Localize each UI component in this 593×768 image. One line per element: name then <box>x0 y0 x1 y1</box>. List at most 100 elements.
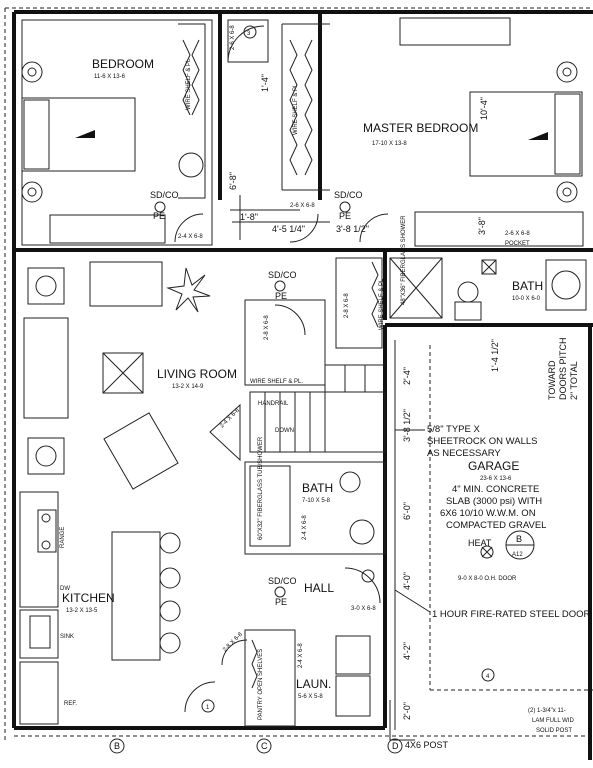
tub-label: 60"X32" FIBERGLASS TUB/SHOWER <box>258 436 264 540</box>
slope-1: TOWARD <box>547 360 557 400</box>
dim-1-8: 1'-8" <box>240 212 258 222</box>
laundry-size: 5-6 X 5-8 <box>298 694 323 700</box>
slab-note-2: SLAB (3000 psi) WITH <box>446 496 542 507</box>
pantry-laundry: 2-8 X 6-8 PANTRY OPEN SHELVES LAUN. 5-6 … <box>184 629 371 727</box>
master-bath: BATH 10-0 X 6-0 48"X36" FIBERGLASS SHOWE… <box>389 215 587 321</box>
kitchen: KITCHEN 13-2 X 13-5 RANGE DW SINK REF. <box>19 491 181 725</box>
circle-3: 3 <box>247 31 251 37</box>
pe-label: PE <box>275 597 287 607</box>
sink-label: SINK <box>60 634 74 640</box>
garage-door-label: 9-0 X 8-0 O.H. DOOR <box>458 576 517 582</box>
lam-note-3: SOLID POST <box>536 728 572 734</box>
dim-3-8: 3'-8" <box>477 217 487 235</box>
garage: GARAGE 23-6 X 13-6 4" MIN. CONCRETE SLAB… <box>389 337 590 750</box>
exterior-walls <box>12 10 593 760</box>
bedroom-size: 11-6 X 13-6 <box>94 74 126 80</box>
lam-note-2: LAM FULL WID <box>532 718 574 724</box>
door-label: 2-4 X 6-8 <box>298 643 304 668</box>
circle-4: 4 <box>486 674 490 680</box>
dim-2-4: 2'-4" <box>402 367 412 385</box>
garage-name: GARAGE <box>468 459 519 473</box>
smoke-detector: SD/CO PE <box>268 576 297 607</box>
sheetrock-note-2: SHEETROCK ON WALLS <box>427 436 538 447</box>
fire-door-1: 1 HOUR FIRE-RATED STEEL DOOR <box>432 609 590 620</box>
slab-note-4: COMPACTED GRAVEL <box>446 520 546 531</box>
dim-1-4-half: 1'-4 1/2" <box>490 339 500 372</box>
garage-dimensions: 2'-4" 3'-8 1/2" 6'-0" 4'-0" 4'-2" 2'-0" … <box>394 339 500 730</box>
wire-shelf-label: WIRE SHELF & PL <box>379 278 385 330</box>
wire-shelf-label: WIRE SHELF & PL. <box>250 379 303 385</box>
sd-co-label: SD/CO <box>268 576 297 586</box>
master-bath-name: BATH <box>512 279 543 293</box>
hall-dimensions: 6'-8" 1'-8" 4'-5 1/4" 3'-8 1/2" 2-4 X 6-… <box>174 172 389 243</box>
post-label: 4X6 POST <box>405 740 449 750</box>
smoke-detector: SD/CO PE <box>150 190 179 221</box>
master-bedroom-size: 17-10 X 13-8 <box>372 141 407 147</box>
bedroom: BEDROOM 11-6 X 13-6 WIRE SHELF & PL <box>21 19 213 246</box>
dim-4-2: 4'-2" <box>402 642 412 660</box>
living-room: LIVING ROOM 13-2 X 14-9 <box>23 261 237 490</box>
lam-note-1: (2) 1-3/4"x 11- <box>528 708 566 714</box>
hall-bath: BATH 7-10 X 5-8 60"X32" FIBERGLASS TUB/S… <box>244 436 386 555</box>
slab-note-1: 4" MIN. CONCRETE <box>452 484 539 495</box>
smoke-detector: SD/CO PE <box>334 190 363 221</box>
dim-4-0: 4'-0" <box>402 572 412 590</box>
kitchen-size: 13-2 X 13-5 <box>66 608 98 614</box>
pantry-label: PANTRY OPEN SHELVES <box>258 649 264 720</box>
hall: HALL 3-0 X 6-8 <box>304 567 381 612</box>
master-bath-size: 10-0 X 6-0 <box>512 296 541 302</box>
slope-2: DOORS PITCH <box>558 337 568 400</box>
marker-number: A12 <box>512 552 523 558</box>
down-label: DOWN <box>275 428 294 434</box>
dim-3-8-half-b: 3'-8 1/2" <box>402 409 412 442</box>
grid-c: C <box>261 741 268 751</box>
sheetrock-note-3: AS NECESSARY <box>427 448 501 459</box>
center-closet: 3 2-6 X 6-8 1'-4" <box>227 19 270 92</box>
garage-size: 23-6 X 13-6 <box>480 476 512 482</box>
dim-1-4: 1'-4" <box>260 74 270 92</box>
sheetrock-note-1: 5/8" TYPE X <box>427 424 480 435</box>
dw-label: DW <box>60 586 70 592</box>
dim-10-4: 10'-4" <box>479 97 489 120</box>
master-bedroom: MASTER BEDROOM 17-10 X 13-8 WIRE SHELF &… <box>281 17 584 247</box>
circle-1: 1 <box>206 705 210 711</box>
sd-co-label: SD/CO <box>334 190 363 200</box>
door-label: 2-6 X 6-8 <box>290 203 315 209</box>
living-room-name: LIVING ROOM <box>157 367 237 381</box>
laundry-name: LAUN. <box>296 677 331 691</box>
pe-label: PE <box>153 211 165 221</box>
pe-label: PE <box>275 291 287 301</box>
sd-co-label: SD/CO <box>268 270 297 280</box>
sd-co-label: SD/CO <box>150 190 179 200</box>
door-label: 2-8 X 6-8 <box>344 293 350 318</box>
grid-markers: B C D <box>14 735 590 754</box>
smoke-detector: SD/CO PE <box>268 270 297 301</box>
pocket-door-size: 2-6 X 6-8 <box>505 231 530 237</box>
kitchen-name: KITCHEN <box>62 591 115 605</box>
marker-letter: B <box>516 534 522 544</box>
dim-3-8-half: 3'-8 1/2" <box>336 224 369 234</box>
door-label: 3-0 X 6-8 <box>351 606 376 612</box>
door-label: 2-4 X 6-8 <box>178 234 203 240</box>
ref-label: REF. <box>64 701 77 707</box>
shower-label: 48"X36" FIBERGLASS SHOWER <box>401 215 407 305</box>
hall-closet: WIRE SHELF & PL 2-8 X 6-8 WIRE SHELF & P… <box>244 257 385 386</box>
wire-shelf-label: WIRE SHELF & PL <box>186 58 192 110</box>
door-label: 2-8 X 6-8 <box>264 315 270 340</box>
door-label: 2-4 X 6-8 <box>219 407 241 429</box>
grid-d: D <box>392 741 399 751</box>
dim-6-8: 6'-8" <box>228 172 238 190</box>
bedroom-name: BEDROOM <box>92 57 154 71</box>
hall-bath-name: BATH <box>302 481 333 495</box>
living-room-size: 13-2 X 14-9 <box>172 384 204 390</box>
dim-6-0: 6'-0" <box>402 502 412 520</box>
door-label: 2-4 X 6-8 <box>302 515 308 540</box>
heat-label: HEAT <box>468 538 492 548</box>
pocket-label: POCKET <box>505 241 530 247</box>
wire-shelf-label: WIRE SHELF & PL <box>293 83 299 135</box>
pe-label: PE <box>339 211 351 221</box>
dim-2-0: 2'-0" <box>402 702 412 720</box>
grid-b: B <box>114 741 120 751</box>
slope-3: 2" TOTAL <box>569 361 579 400</box>
